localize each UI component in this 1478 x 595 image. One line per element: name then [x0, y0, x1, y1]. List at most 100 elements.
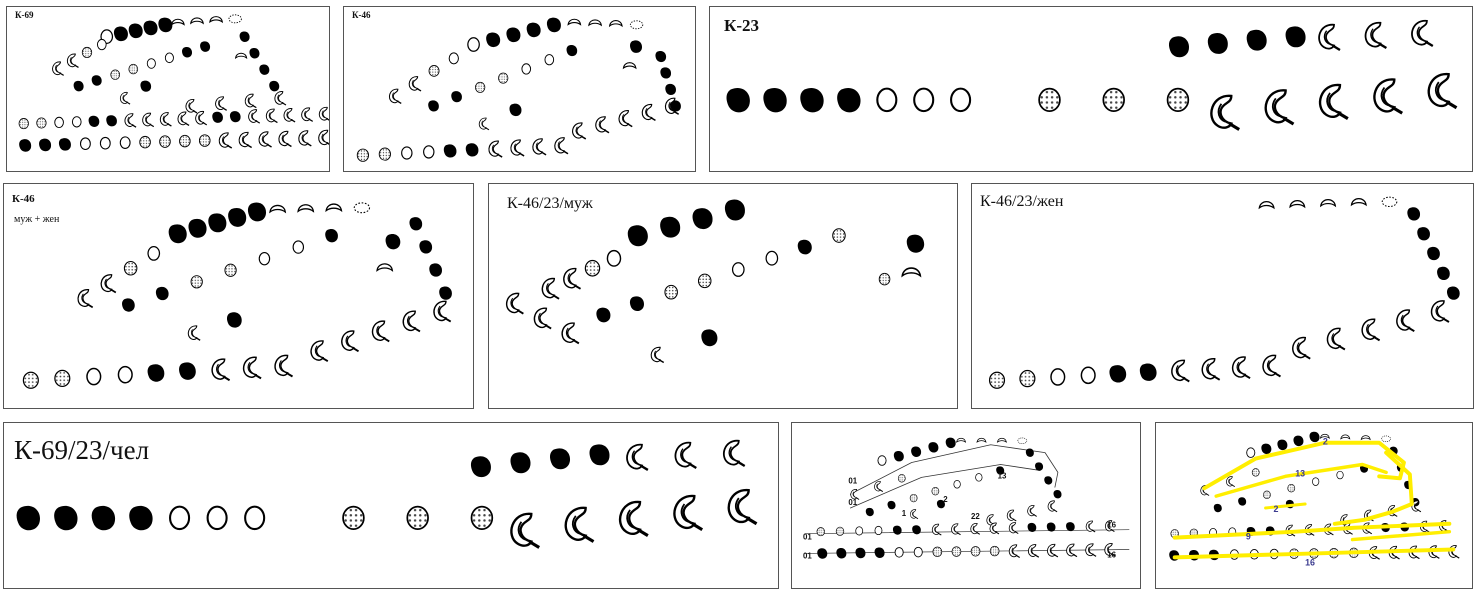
tooth-glyph [353, 202, 371, 214]
tooth-glyph [816, 527, 825, 537]
tooth-glyph [664, 284, 678, 300]
tooth-glyph [913, 87, 935, 113]
tooth-glyph [912, 525, 921, 535]
tooth-glyph [470, 505, 494, 530]
sequence-label: 16 [1107, 550, 1116, 559]
tooth-glyph [1263, 490, 1271, 499]
panel-title: К-46/23/жен [980, 193, 1064, 210]
tooth-glyph [465, 143, 479, 157]
sequence-label: 9 [1246, 532, 1251, 542]
panel-subtitle: муж + жен [14, 214, 60, 225]
tooth-glyph [660, 67, 672, 79]
tooth-glyph [498, 72, 509, 84]
tooth-glyph [1035, 462, 1044, 471]
tooth-glyph [1437, 266, 1450, 280]
sequence-label: 2 [943, 495, 948, 504]
tooth-glyph [951, 523, 961, 536]
tooth-glyph [763, 87, 787, 113]
tooth-glyph [292, 240, 305, 254]
tooth-glyph [212, 111, 223, 123]
sequence-label: 16 [1305, 557, 1315, 567]
tooth-glyph [147, 245, 161, 261]
tooth-glyph [975, 473, 983, 482]
tooth-glyph [140, 80, 152, 92]
tooth-glyph [595, 116, 610, 134]
tooth-glyph [169, 505, 191, 531]
tooth-glyph [408, 76, 422, 92]
tooth-glyph [81, 46, 93, 58]
tooth-glyph [228, 14, 242, 24]
tooth-glyph [310, 340, 329, 363]
tooth-glyph [1226, 476, 1236, 488]
tooth-glyph [91, 505, 116, 531]
tooth-glyph [71, 116, 82, 128]
tooth-glyph [36, 117, 47, 129]
tooth-glyph [989, 522, 1000, 535]
tooth-glyph [1293, 435, 1304, 447]
tooth-glyph [618, 110, 633, 128]
tooth-glyph [1053, 490, 1062, 499]
tooth-glyph [419, 240, 433, 254]
tooth-glyph [546, 17, 561, 33]
tooth-glyph [894, 547, 904, 558]
tooth-glyph [629, 296, 644, 311]
tooth-glyph [66, 53, 79, 69]
sequence-label: 13 [998, 471, 1007, 480]
tooth-glyph [928, 442, 939, 453]
tooth-glyph [1292, 336, 1311, 360]
tooth-glyph [532, 138, 547, 156]
tooth-glyph [187, 325, 201, 341]
tooth-glyph [887, 500, 896, 510]
sequence-label: 22 [971, 512, 980, 521]
panel-k69: К-69 [6, 6, 330, 172]
sequence-label: 01 [803, 551, 812, 560]
tooth-glyph [486, 32, 501, 48]
tooth-glyph [1336, 470, 1344, 480]
tooth-glyph [1166, 87, 1190, 112]
sequence-label: 2 [1323, 437, 1328, 447]
tooth-glyph [228, 207, 247, 227]
tooth-glyph [155, 286, 169, 301]
tooth-glyph [1171, 359, 1190, 383]
tooth-glyph [1238, 497, 1247, 506]
tooth-glyph [1312, 477, 1320, 486]
tooth-glyph [475, 81, 486, 93]
tooth-glyph [670, 100, 681, 112]
tooth-glyph [200, 41, 211, 52]
tooth-glyph [119, 136, 131, 149]
tooth-glyph [218, 132, 233, 149]
tooth-glyph [724, 199, 745, 221]
tooth-glyph [1104, 543, 1116, 557]
tooth-glyph [726, 87, 750, 113]
tooth-glyph [1318, 23, 1341, 51]
tooth-sequence-diagram [726, 19, 1458, 131]
tooth-glyph [1251, 468, 1260, 477]
tooth-glyph [1008, 522, 1019, 534]
tooth-glyph [129, 505, 153, 531]
tooth-sequence-diagram [22, 202, 452, 389]
tooth-glyph [509, 103, 522, 117]
tooth-glyph [1038, 87, 1061, 112]
tooth-glyph [510, 452, 531, 474]
tooth-glyph [874, 525, 883, 536]
sequence-label: 2 [1273, 504, 1278, 514]
tooth-glyph [1287, 484, 1296, 493]
tooth-glyph [1139, 363, 1157, 381]
panel-k23: К-23 [709, 6, 1473, 172]
tooth-glyph [22, 371, 39, 389]
tooth-glyph [936, 499, 945, 509]
tooth-glyph [549, 448, 571, 470]
tooth-glyph [1285, 26, 1306, 48]
panel-title: К-69/23/чел [14, 435, 150, 465]
tooth-glyph [1381, 196, 1398, 208]
tooth-glyph [406, 505, 429, 530]
tooth-glyph [190, 275, 203, 289]
tooth-glyph [931, 487, 940, 496]
tooth-glyph [561, 322, 580, 345]
tooth-sequence-diagram [18, 14, 329, 152]
tooth-glyph [1277, 439, 1288, 451]
tooth-glyph [1207, 33, 1228, 54]
tooth-glyph [627, 225, 648, 247]
tooth-glyph [269, 204, 287, 214]
tooth-glyph [265, 108, 278, 124]
